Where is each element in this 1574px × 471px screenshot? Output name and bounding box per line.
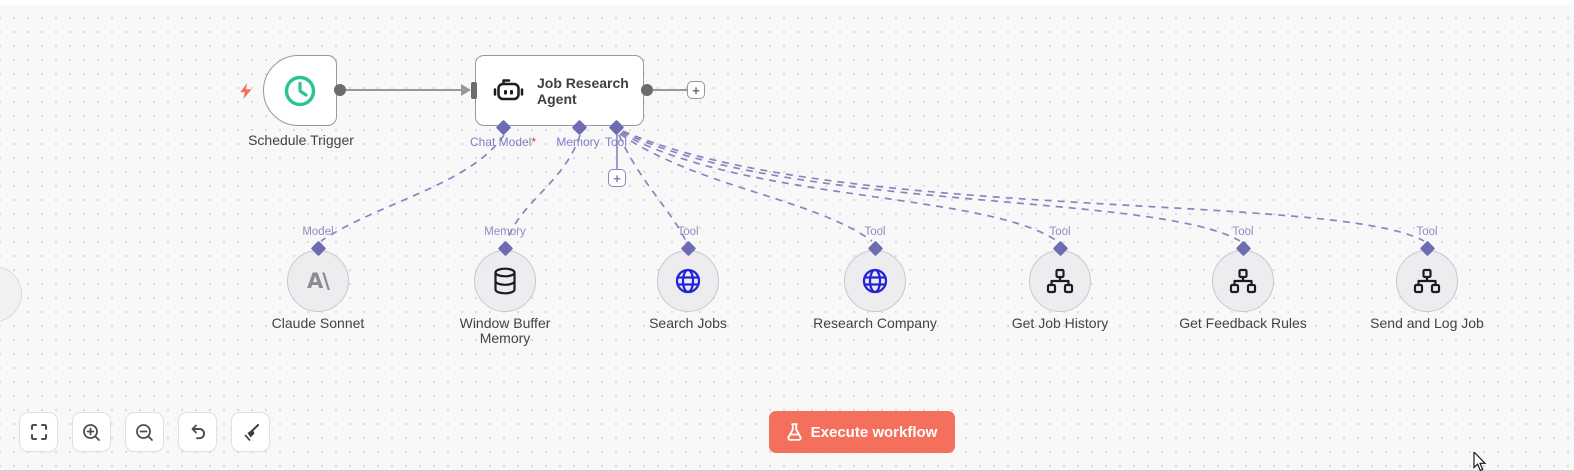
canvas-controls [19, 412, 270, 452]
offscreen-node[interactable] [0, 266, 22, 322]
top-edge-strip [0, 0, 1574, 5]
node-label-research-company: Research Company [813, 315, 937, 331]
node-schedule-trigger[interactable] [263, 55, 337, 126]
node-window-buffer-memory[interactable] [474, 250, 536, 312]
trigger-lightning-icon [240, 83, 252, 99]
anthropic-icon: A\ [307, 269, 330, 293]
execute-workflow-label: Execute workflow [810, 423, 938, 441]
undo-button[interactable] [178, 412, 217, 452]
agent-output-port[interactable] [641, 84, 653, 96]
broom-icon [244, 424, 259, 441]
database-icon [494, 267, 516, 295]
subnode-port-label: Memory [484, 226, 526, 238]
flask-icon [787, 423, 802, 441]
sitemap-icon [1046, 268, 1074, 294]
node-label-get-job-history: Get Job History [1011, 315, 1109, 331]
zoom-out-button[interactable] [125, 412, 164, 452]
sitemap-icon [1413, 268, 1441, 294]
execute-workflow-button[interactable]: Execute workflow [769, 411, 955, 453]
node-claude-sonnet[interactable]: A\ [287, 250, 349, 312]
subnode-port-label: Model [302, 226, 334, 238]
robot-icon [493, 79, 524, 101]
agent-port-label-chat-model: Chat Model* [470, 135, 536, 149]
clock-icon [284, 75, 316, 106]
subnode-port-label: Tool [1416, 226, 1438, 238]
agent-input-port[interactable] [471, 82, 477, 99]
port-label-text: Memory [556, 135, 600, 149]
node-label-send-and-log-job: Send and Log Job [1370, 315, 1484, 331]
subnode-port-label: Tool [1049, 226, 1071, 238]
subnode-port-label: Tool [1232, 226, 1254, 238]
agent-port-label-tool: Tool [605, 135, 627, 149]
node-get-job-history[interactable] [1029, 250, 1091, 312]
zoom-in-icon [83, 423, 100, 441]
zoom-out-icon [136, 423, 153, 441]
node-research-company[interactable] [844, 250, 906, 312]
node-label-agent: Job Research Agent [537, 74, 629, 107]
required-marker: * [531, 135, 537, 149]
node-send-and-log-job[interactable] [1396, 250, 1458, 312]
node-label-claude-sonnet: Claude Sonnet [271, 315, 365, 331]
node-label-search-jobs: Search Jobs [649, 315, 727, 331]
agent-port-label-memory: Memory [556, 135, 599, 149]
zoom-in-button[interactable] [72, 412, 111, 452]
node-label-window-buffer-memory: Window Buffer Memory [459, 315, 551, 346]
subnode-port-label: Tool [677, 226, 699, 238]
mouse-cursor [1473, 452, 1487, 471]
port-label-text: Tool [604, 135, 628, 149]
zoom-to-fit-button[interactable] [19, 412, 58, 452]
node-label-get-feedback-rules: Get Feedback Rules [1179, 315, 1307, 331]
globe-icon [675, 268, 701, 294]
subnode-port-label: Tool [864, 226, 886, 238]
undo-icon [191, 424, 205, 439]
add-node-button[interactable]: + [687, 81, 705, 99]
node-search-jobs[interactable] [657, 250, 719, 312]
add-tool-button[interactable]: + [608, 169, 626, 187]
tidy-up-button[interactable] [231, 412, 270, 452]
port-label-text: Chat Model [469, 135, 532, 149]
trigger-output-port[interactable] [334, 84, 346, 96]
globe-icon [862, 268, 888, 294]
node-job-research-agent[interactable]: Job Research Agent [475, 55, 644, 126]
fit-view-icon [30, 424, 47, 440]
node-label-schedule-trigger: Schedule Trigger [248, 132, 354, 148]
node-get-feedback-rules[interactable] [1212, 250, 1274, 312]
sitemap-icon [1229, 268, 1257, 294]
